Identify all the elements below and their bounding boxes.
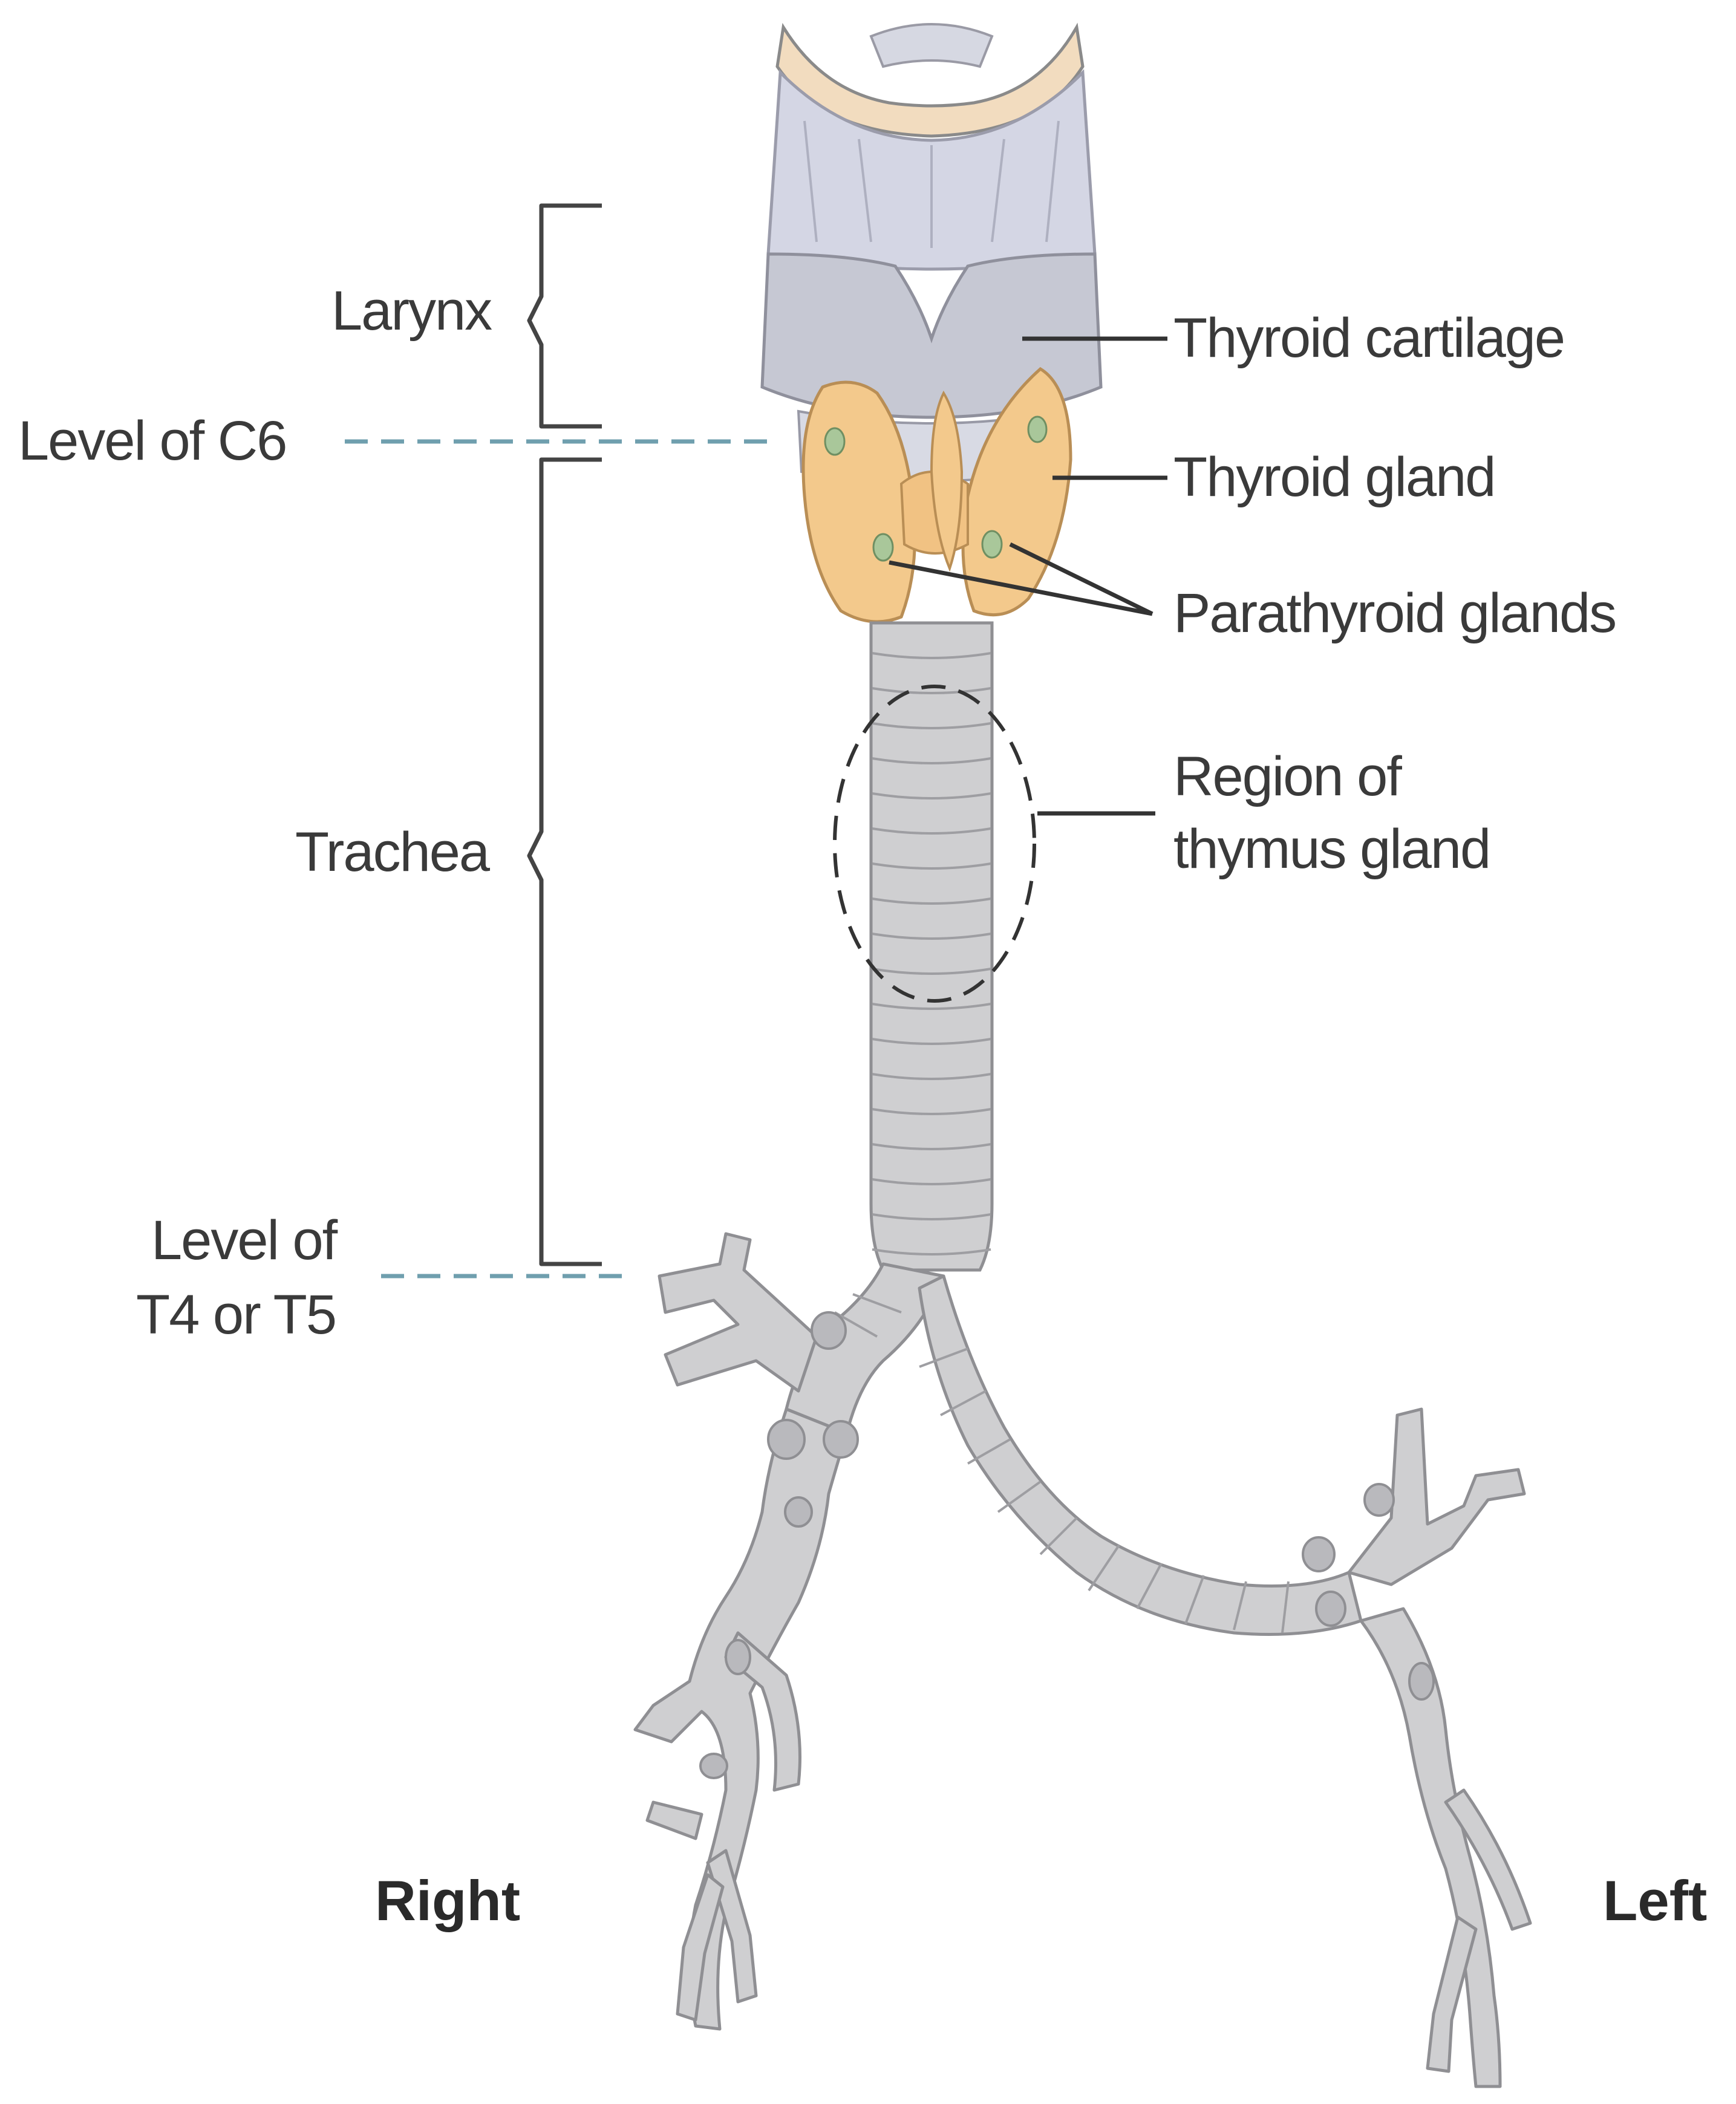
parathyroid-leader-right: [1009, 542, 1154, 616]
trachea-bracket: [527, 457, 602, 1266]
level-t4-label-line2: T4 or T5: [136, 1284, 336, 1346]
left-segment-branch: [1426, 1915, 1478, 2073]
larynx-label: Larynx: [331, 280, 492, 342]
parathyroid-glands-label: Parathyroid glands: [1173, 582, 1616, 644]
trachea-tube: [869, 621, 994, 1272]
trachea-ring: [872, 1038, 991, 1045]
trachea-rings: [872, 652, 991, 1256]
bronchus-ring: [1136, 1563, 1163, 1609]
trachea-ring: [872, 827, 991, 835]
bronchial-node: [811, 1311, 847, 1350]
bronchus-ring: [919, 1347, 968, 1368]
trachea-ring: [872, 1143, 991, 1150]
bronchus-ring: [852, 1293, 902, 1314]
bronchial-node: [1315, 1591, 1346, 1627]
trachea-ring: [872, 1073, 991, 1080]
trachea-ring: [872, 757, 991, 764]
trachea-ring: [872, 1003, 991, 1010]
thyroid-cartilage-shape: [760, 252, 1103, 419]
right-lower-bronchus: [633, 1407, 849, 2031]
pyramidal-lobe: [930, 390, 964, 572]
bronchus-ring: [997, 1480, 1042, 1513]
parathyroid-gland: [1027, 415, 1048, 443]
bronchial-node: [1408, 1662, 1435, 1701]
bronchus-ring: [1039, 1517, 1078, 1555]
bronchus-ring: [940, 1390, 987, 1416]
thyroid-gland-label: Thyroid gland: [1173, 446, 1495, 508]
trachea-ring: [872, 792, 991, 800]
left-side-label: Left: [1603, 1869, 1707, 1932]
thymus-label-line2: thymus gland: [1173, 818, 1490, 880]
right-upper-lobe-bronchus: [658, 1232, 818, 1393]
hyoid-bone: [775, 22, 1085, 138]
larynx-bracket: [527, 203, 602, 429]
bronchial-node: [784, 1496, 813, 1528]
right-side-label: Right: [375, 1869, 520, 1932]
trachea-ring: [872, 1108, 991, 1115]
bronchial-node: [767, 1419, 806, 1460]
level-c6-label: Level of C6: [18, 410, 286, 472]
right-segment-branch: [645, 1800, 703, 1840]
bronchus-ring: [1233, 1581, 1247, 1630]
trachea-ring: [872, 1213, 991, 1220]
bronchus-ring: [967, 1438, 1011, 1465]
bronchial-node: [725, 1639, 751, 1675]
bronchus-rings: [834, 1293, 1290, 1633]
bronchus-ring: [1281, 1581, 1290, 1633]
bronchial-node: [1363, 1483, 1395, 1517]
parathyroid-gland: [872, 533, 894, 562]
trachea-illustration: [869, 621, 994, 1272]
bronchus-ring: [834, 1311, 878, 1338]
thyroid-right-lobe: [801, 380, 916, 624]
level-t4-label-line1: Level of: [151, 1210, 338, 1271]
thymus-label-line1: Region of: [1173, 746, 1402, 807]
trachea-ring: [872, 933, 991, 940]
left-main-bronchus: [918, 1274, 1363, 1636]
trachea-ring: [872, 862, 991, 870]
bronchial-node: [699, 1753, 728, 1779]
epiglottis: [869, 23, 994, 68]
parathyroid-gland: [981, 530, 1003, 559]
trachea-ring: [872, 687, 991, 694]
thyroid-gland-illustration: [801, 366, 1072, 624]
thyroid-cartilage-label: Thyroid cartilage: [1173, 307, 1564, 369]
trachea-label: Trachea: [295, 821, 491, 883]
thymus-region-outline: [833, 685, 1036, 1003]
trachea-ring: [872, 652, 991, 659]
bronchus-ring: [1184, 1575, 1205, 1624]
left-segment-branch: [1444, 1788, 1532, 1931]
bronchus-ring: [1088, 1544, 1120, 1592]
parathyroid-leader-left: [889, 560, 1153, 616]
trachea-ring: [872, 1178, 991, 1185]
left-upper-lobe-bronchus: [1347, 1407, 1526, 1586]
bronchial-node: [823, 1420, 859, 1459]
trachea-ring: [872, 722, 991, 729]
trachea-ring: [872, 968, 991, 975]
parathyroid-gland: [824, 427, 846, 456]
bronchial-tree: [633, 1232, 1532, 2088]
bronchial-node: [1302, 1536, 1336, 1572]
trachea-ring: [872, 897, 991, 905]
trachea-ring: [872, 1248, 991, 1256]
right-segment-branch: [676, 1873, 725, 2022]
